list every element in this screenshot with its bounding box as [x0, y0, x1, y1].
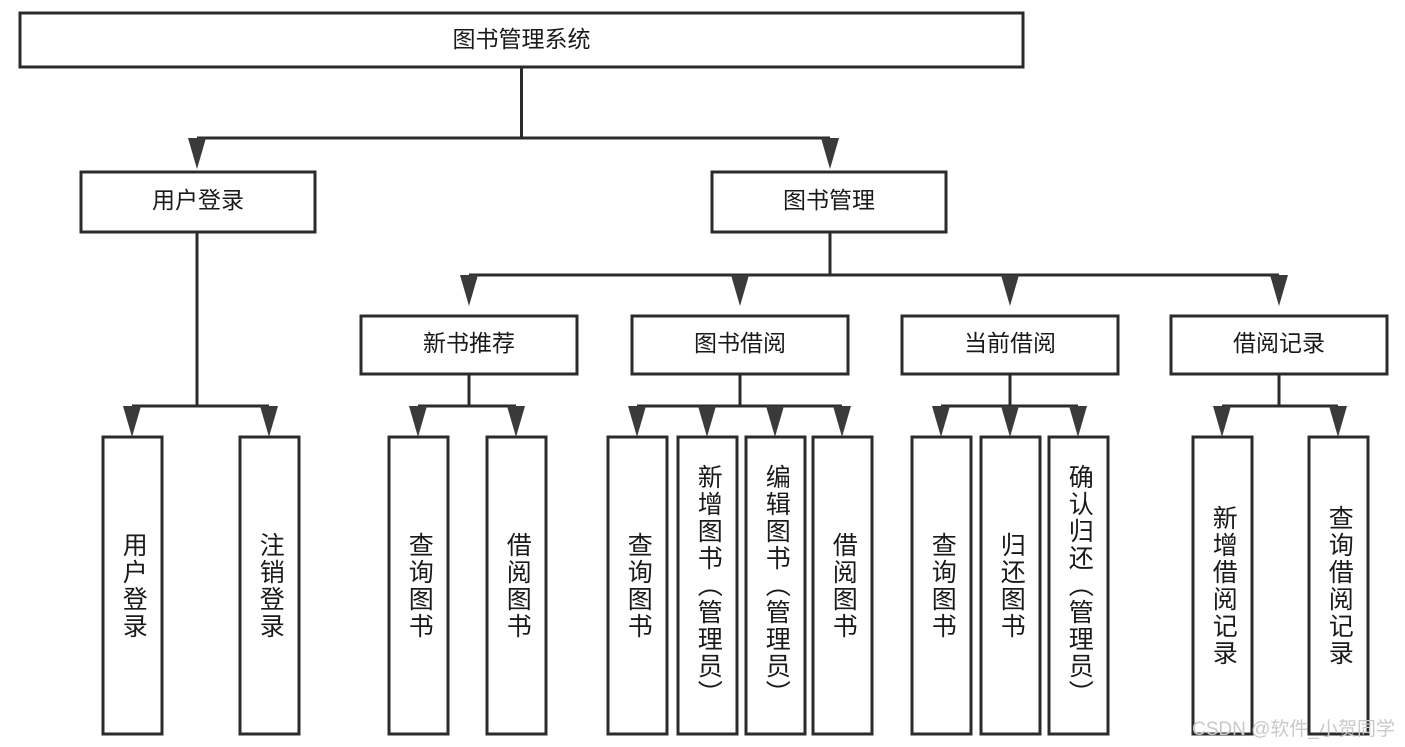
- borrow-record-label: 借阅记录: [1233, 330, 1325, 356]
- leaf-user-logout-box[interactable]: [238, 435, 301, 736]
- leaf-add-book-box[interactable]: [676, 435, 739, 736]
- book-management-label: 图书管理: [783, 187, 875, 213]
- connector-group-borrow-record: [1213, 374, 1347, 437]
- node-user-login[interactable]: 用户登录: [79, 170, 317, 234]
- arrow-to-leaf-query-book-3: [932, 406, 950, 437]
- arrow-to-current-borrow: [1001, 275, 1019, 306]
- leaf-borrow-book-1-box[interactable]: [485, 435, 548, 736]
- root-label: 图书管理系统: [453, 26, 591, 52]
- arrow-to-leaf-confirm-return: [1069, 406, 1087, 437]
- arrow-to-leaf-borrow-book-2: [833, 406, 851, 437]
- arrow-to-leaf-query-book-2: [628, 406, 646, 437]
- leaf-edit-book-box[interactable]: [744, 435, 807, 736]
- arrow-to-new-book-recommend: [460, 275, 478, 306]
- arrow-to-leaf-borrow-book-1: [507, 406, 525, 437]
- connector-group-user-login: [123, 232, 278, 437]
- new-book-recommend-label: 新书推荐: [423, 330, 515, 356]
- leaf-user-login-box[interactable]: [101, 435, 164, 736]
- arrow-to-leaf-query-record: [1329, 406, 1347, 437]
- connector-group-book-management: [460, 232, 1288, 306]
- node-book-management[interactable]: 图书管理: [710, 170, 948, 234]
- book-borrow-box[interactable]: [630, 314, 850, 376]
- leaf-query-book-1-box[interactable]: [387, 435, 450, 736]
- arrow-to-leaf-user-login: [123, 406, 141, 437]
- leaf-boxes: [101, 435, 1370, 736]
- node-current-borrow[interactable]: 当前借阅: [900, 314, 1120, 376]
- arrow-to-borrow-record: [1270, 275, 1288, 306]
- leaf-add-record-box[interactable]: [1191, 435, 1254, 736]
- leaf-borrow-book-2-box[interactable]: [811, 435, 874, 736]
- arrow-to-leaf-edit-book: [766, 406, 784, 437]
- leaf-query-record-box[interactable]: [1307, 435, 1370, 736]
- connector-group-new-book-recommend: [409, 374, 525, 437]
- current-borrow-box[interactable]: [900, 314, 1120, 376]
- book-management-box[interactable]: [710, 170, 948, 234]
- arrow-to-leaf-add-record: [1213, 406, 1231, 437]
- arrow-to-book-borrow: [731, 275, 749, 306]
- connector-group-root: [188, 67, 839, 169]
- arrow-to-leaf-query-book-1: [409, 406, 427, 437]
- arrow-to-leaf-user-logout: [260, 406, 278, 437]
- borrow-record-box[interactable]: [1169, 314, 1389, 376]
- connector-group-book-borrow: [628, 374, 851, 437]
- arrow-to-user-login: [188, 138, 206, 169]
- root-box[interactable]: [18, 11, 1025, 69]
- current-borrow-label: 当前借阅: [964, 330, 1056, 356]
- user-login-box[interactable]: [79, 170, 317, 234]
- arrow-to-leaf-add-book: [698, 406, 716, 437]
- book-borrow-label: 图书借阅: [694, 330, 786, 356]
- leaf-query-book-3-box[interactable]: [910, 435, 973, 736]
- connector-group-current-borrow: [932, 374, 1087, 437]
- leaf-confirm-return-box[interactable]: [1047, 435, 1110, 736]
- node-borrow-record[interactable]: 借阅记录: [1169, 314, 1389, 376]
- leaf-query-book-2-box[interactable]: [606, 435, 669, 736]
- node-new-book-recommend[interactable]: 新书推荐: [359, 314, 579, 376]
- node-book-borrow[interactable]: 图书借阅: [630, 314, 850, 376]
- leaf-return-book-box[interactable]: [979, 435, 1042, 736]
- node-root[interactable]: 图书管理系统: [18, 11, 1025, 69]
- csdn-watermark: CSDN @软件_小贺同学: [1192, 719, 1395, 740]
- arrow-to-book-management: [821, 138, 839, 169]
- arrow-to-leaf-return-book: [1001, 406, 1019, 437]
- user-login-label: 用户登录: [152, 187, 244, 213]
- new-book-recommend-box[interactable]: [359, 314, 579, 376]
